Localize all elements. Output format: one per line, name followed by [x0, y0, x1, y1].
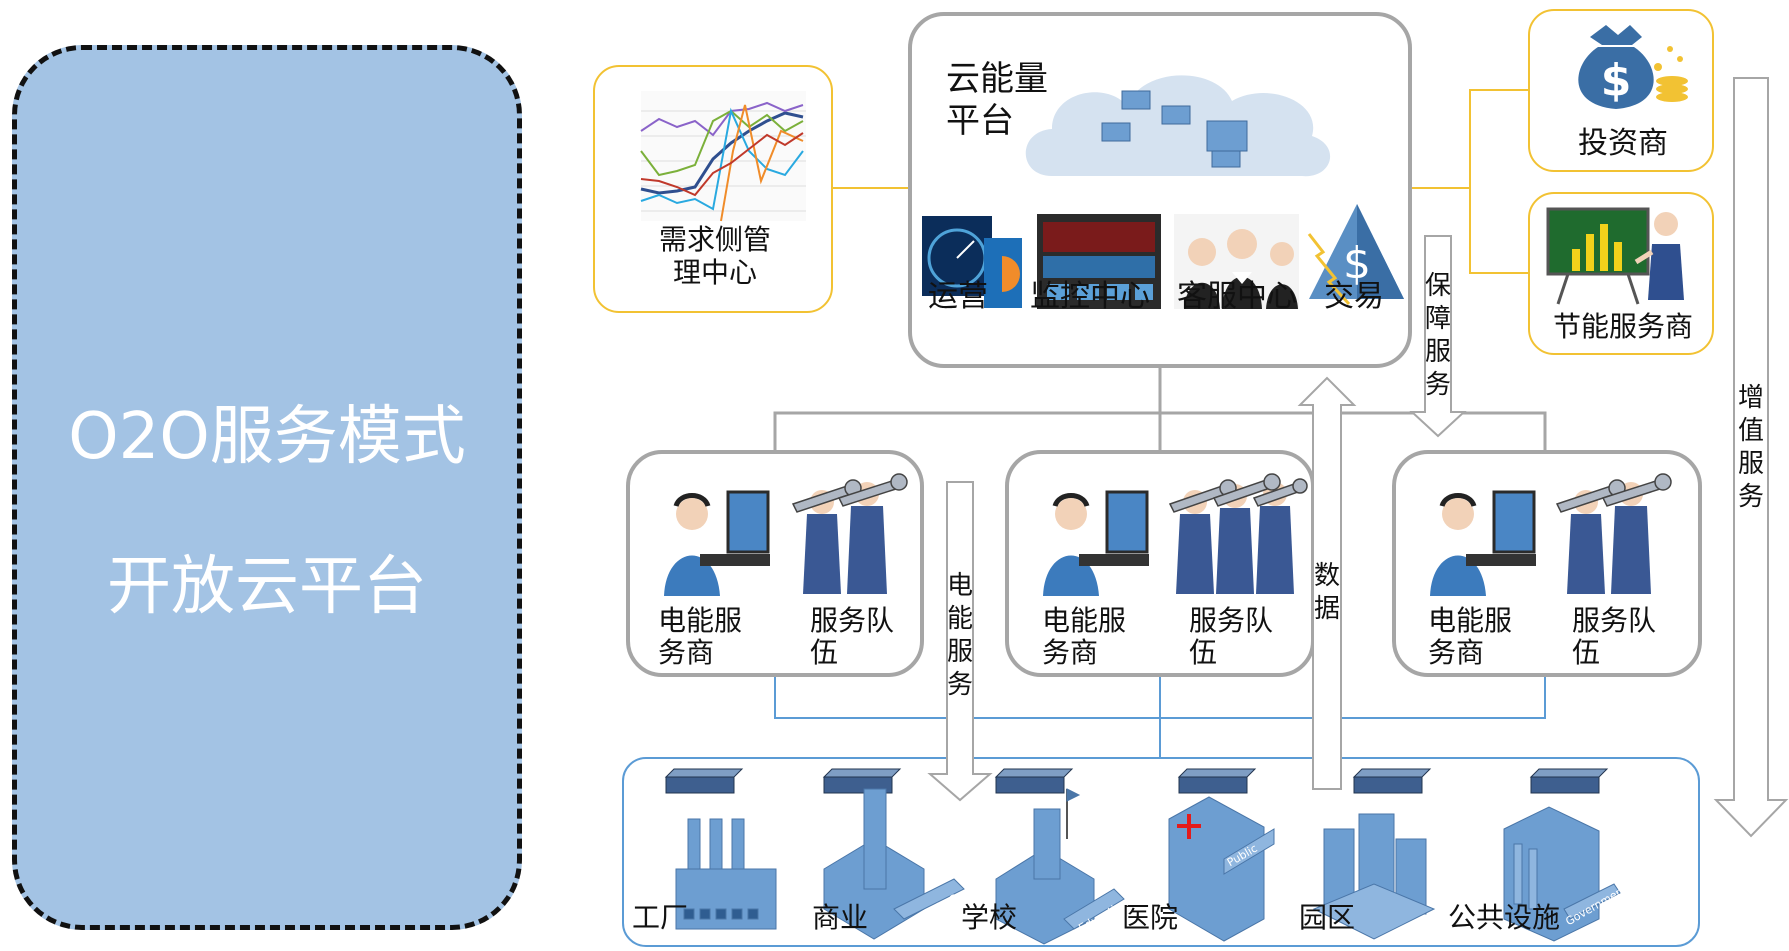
platform-title-2: 平台: [946, 101, 1014, 141]
operator-computer-icon: [664, 490, 770, 596]
operator-computer-icon: [1430, 490, 1536, 596]
cloud-icon: [1025, 75, 1331, 177]
platform-title-1: 云能量: [946, 59, 1048, 99]
facility-park[interactable]: 园区: [1299, 901, 1356, 934]
facility-school[interactable]: 学校: [961, 901, 1018, 934]
trading-dollar-icon: $: [1307, 204, 1404, 306]
module-customer-service[interactable]: 客服中心: [1177, 279, 1297, 314]
team-label-1-line1: 服务队: [810, 604, 895, 637]
facility-hospital[interactable]: 医院: [1122, 901, 1179, 934]
provider-box-2[interactable]: 电能服 务商 服务队 伍: [1005, 450, 1315, 677]
presentation-board-icon: [1546, 207, 1684, 305]
line-chart-icon: [640, 91, 806, 222]
team-label-3-line2: 伍: [1572, 636, 1601, 669]
customer-service-icon: [1174, 214, 1299, 309]
operator-computer-icon: [1043, 490, 1149, 596]
o2o-panel: O2O服务模式 开放云平台: [12, 45, 522, 930]
value-added-service-label: 增值 服务: [1737, 383, 1764, 512]
provider-box-3[interactable]: 电能服 务商 服务队 伍: [1392, 450, 1702, 677]
speedometer-icon: [922, 216, 1022, 308]
svg-text:$: $: [1601, 55, 1632, 106]
facility-commercial[interactable]: 商业: [812, 901, 869, 934]
panel-title-line2: 开放云平台: [107, 550, 427, 624]
module-trading[interactable]: 交易: [1324, 279, 1384, 314]
repair-team-icon: [1555, 473, 1672, 594]
repair-team-icon: [1168, 473, 1308, 594]
demand-center-label-2: 理中心: [672, 256, 757, 289]
repair-team-icon: [791, 473, 908, 594]
facility-factory[interactable]: 工厂: [632, 901, 689, 934]
svg-text:$: $: [1343, 238, 1371, 289]
demand-center-label-1: 需求侧管: [658, 223, 771, 256]
investor-label: 投资商: [1578, 126, 1668, 161]
demand-center-box[interactable]: 需求侧管 理中心: [593, 65, 833, 313]
team-label-2-line2: 伍: [1189, 636, 1218, 669]
facilities-box: 工厂 商业 学校 医院 园区 公共设施 Trade Center Educati…: [622, 757, 1700, 947]
facility-buildings: [664, 768, 1621, 945]
guarantee-service-label: 保障 服务: [1424, 271, 1451, 400]
data-label: 数据: [1313, 561, 1340, 624]
esco-box[interactable]: 节能服务商: [1528, 192, 1714, 355]
provider-box-1[interactable]: 电能服 务商 服务队 伍: [626, 450, 924, 677]
monitoring-screen-icon: [1037, 214, 1161, 309]
panel-title-line1: O2O服务模式: [68, 400, 466, 474]
provider-label-3-line2: 务商: [1428, 636, 1485, 669]
team-label-1-line2: 伍: [810, 636, 839, 669]
team-label-3-line1: 服务队: [1572, 604, 1657, 637]
provider-label-2-line1: 电能服: [1042, 604, 1127, 637]
facility-public-utilities[interactable]: 公共设施: [1448, 901, 1561, 934]
power-service-label: 电能 服务: [946, 571, 973, 700]
module-monitoring-center[interactable]: 监控中心: [1030, 279, 1150, 314]
esco-label: 节能服务商: [1552, 310, 1693, 343]
provider-label-1-line1: 电能服: [658, 604, 743, 637]
provider-label-2-line2: 务商: [1042, 636, 1099, 669]
investor-box[interactable]: $ 投资商: [1528, 9, 1714, 172]
provider-label-1-line2: 务商: [658, 636, 715, 669]
cloud-platform-box[interactable]: 云能量 平台 $ 运营 监控中心 客服中心 交易: [908, 12, 1412, 368]
team-label-2-line1: 服务队: [1189, 604, 1274, 637]
module-operations[interactable]: 运营: [928, 279, 988, 314]
provider-label-3-line1: 电能服: [1428, 604, 1513, 637]
money-bag-icon: $: [1578, 25, 1688, 109]
